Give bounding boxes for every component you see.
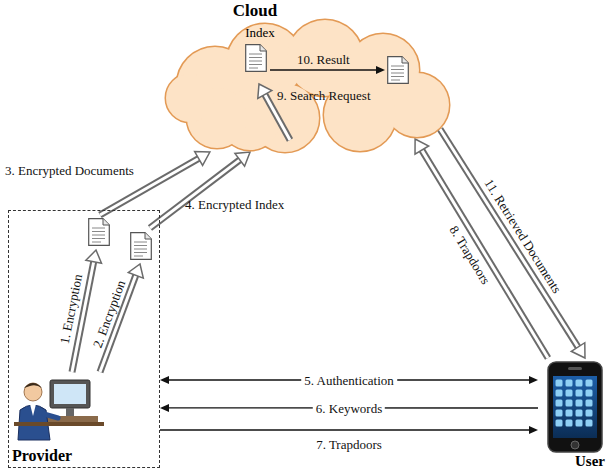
cloud-region: CloudIndex 9. Search Request 10. Result bbox=[155, 0, 455, 155]
step-label: 9. Search Request bbox=[277, 88, 371, 103]
document-icon bbox=[131, 233, 152, 260]
message-arrow bbox=[160, 426, 538, 434]
index-document bbox=[246, 45, 267, 72]
edge-label: 4. Encrypted Index bbox=[185, 197, 284, 212]
edge-label: 7. Trapdoors bbox=[316, 437, 382, 452]
result-arrow bbox=[270, 66, 385, 74]
user-label: User bbox=[575, 453, 605, 470]
index-node: Index bbox=[233, 26, 287, 78]
hollow-arrow bbox=[150, 152, 250, 228]
edge-label: 11. Retrieved Documents bbox=[481, 176, 564, 296]
user-node: User bbox=[538, 358, 607, 471]
provider-figure bbox=[14, 380, 104, 440]
result-document bbox=[388, 57, 409, 84]
cloud-title: Cloud bbox=[155, 1, 355, 21]
hollow-arrow bbox=[440, 129, 585, 358]
step-label: 10. Result bbox=[297, 52, 350, 67]
edge-label: 6. Keywords bbox=[313, 401, 385, 416]
edge-label: 3. Encrypted Documents bbox=[5, 163, 134, 178]
provider-label: Provider bbox=[12, 447, 72, 465]
index-label: Index bbox=[233, 26, 287, 41]
phone-icon bbox=[548, 362, 602, 452]
document-icon bbox=[89, 219, 110, 246]
edge-label: 5. Authentication bbox=[301, 373, 397, 388]
provider-box: Provider bbox=[8, 210, 160, 468]
cloud-shape bbox=[155, 0, 455, 155]
